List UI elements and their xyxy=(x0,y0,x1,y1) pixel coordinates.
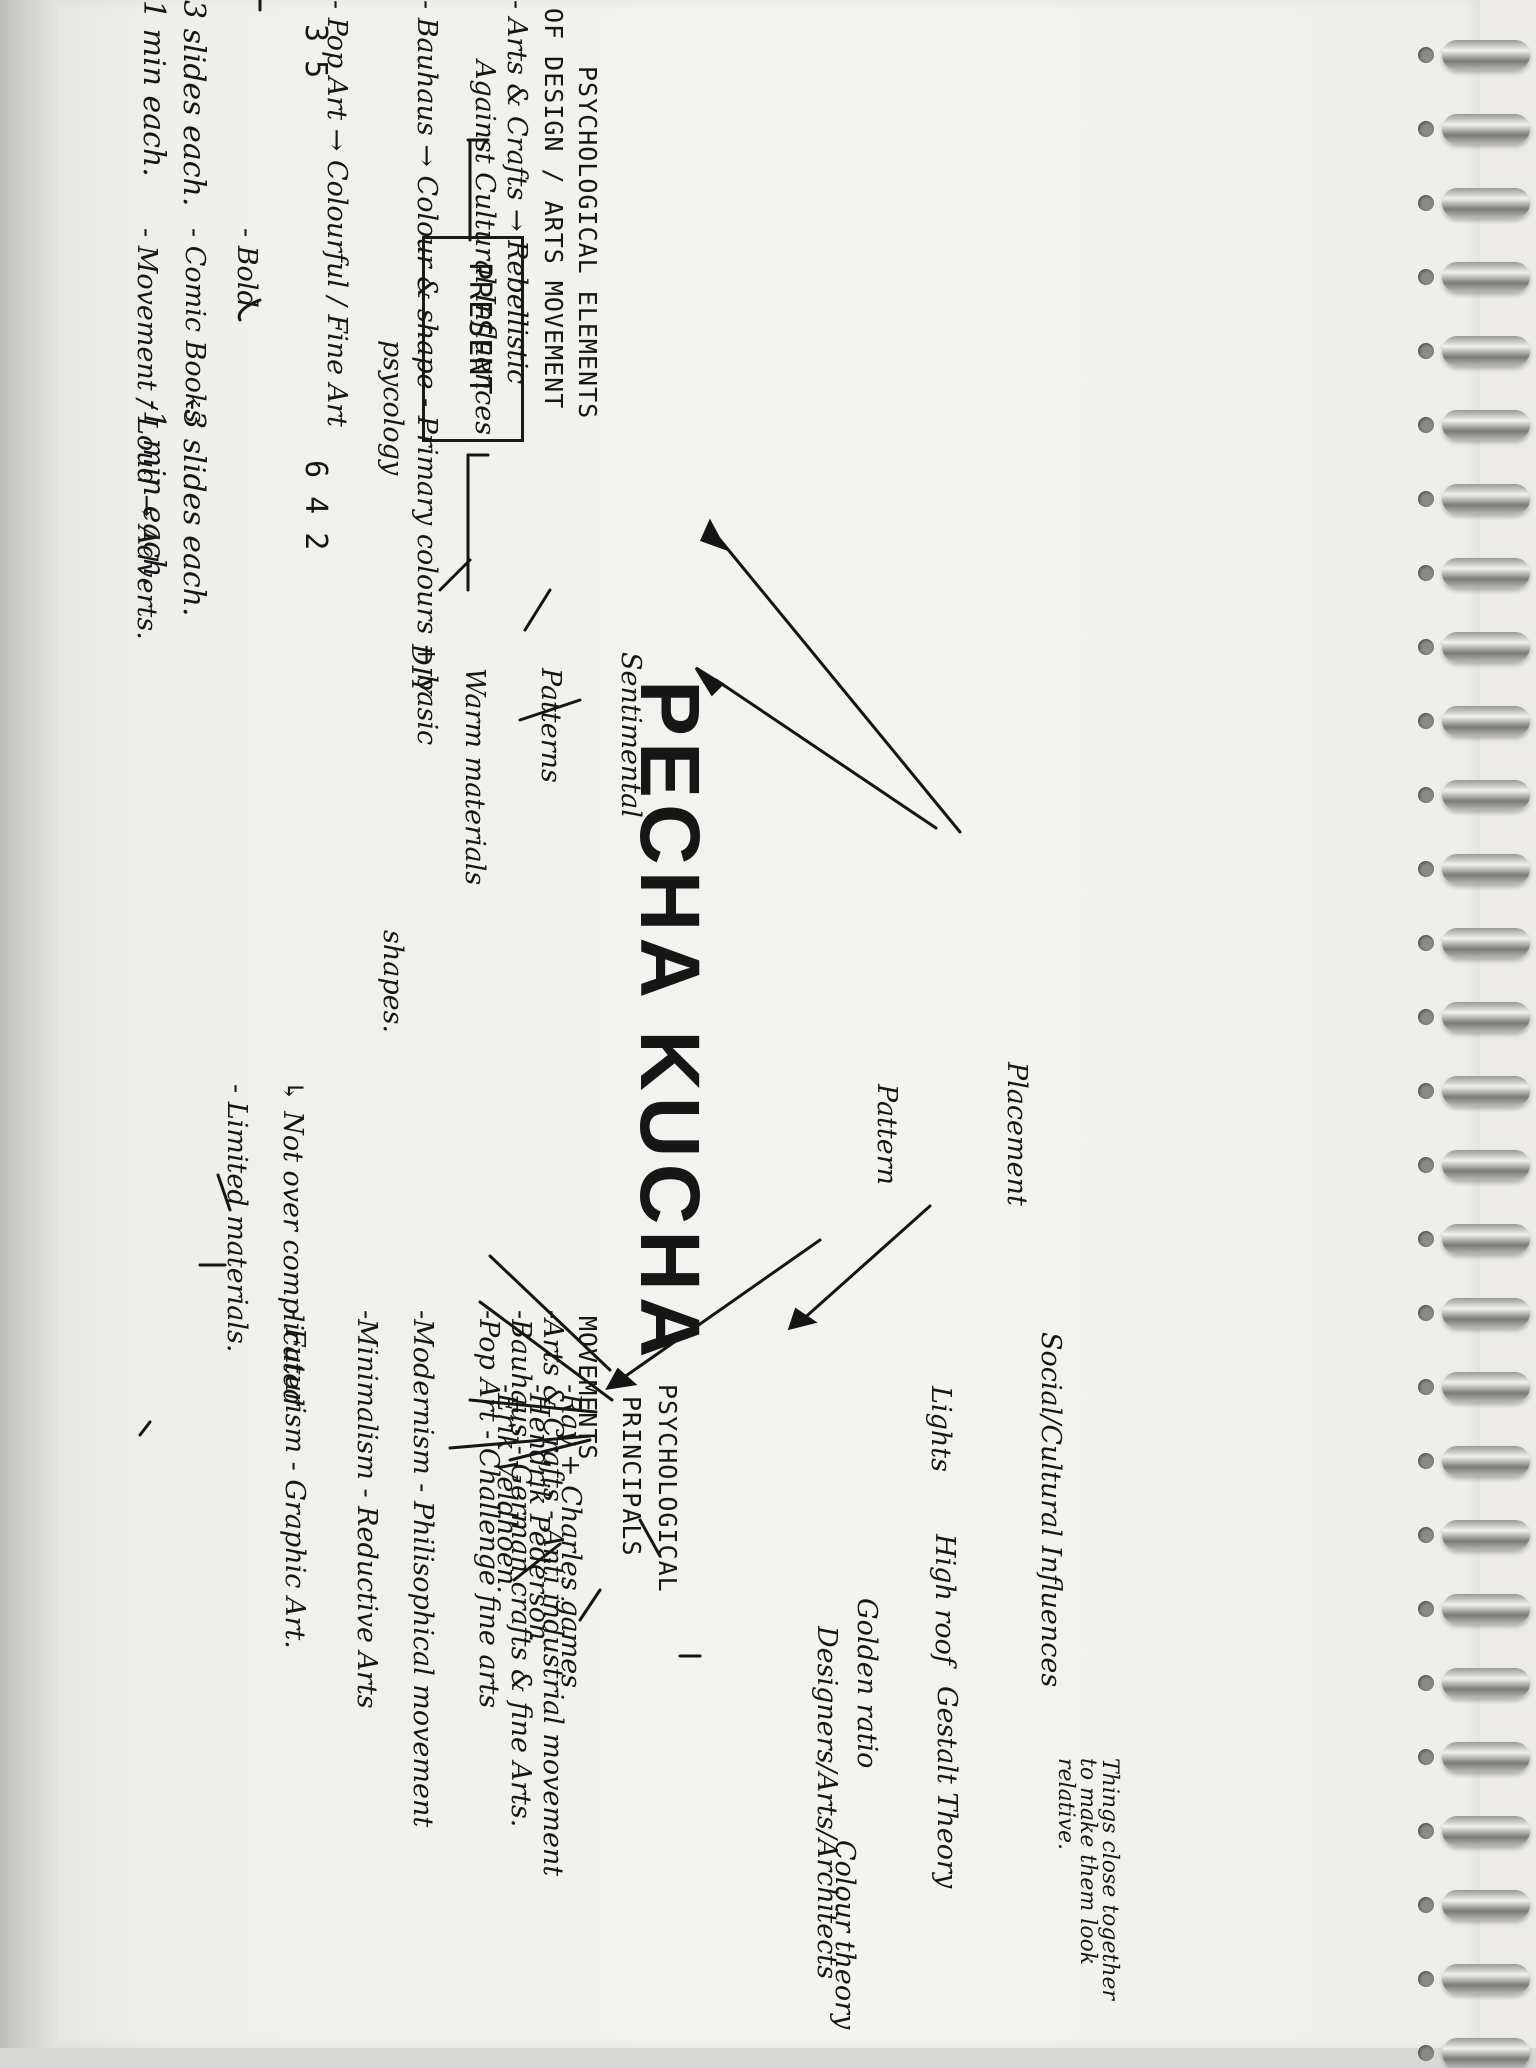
right-line-1: -3 slides each. xyxy=(176,400,211,617)
patterns-item: Patterns xyxy=(535,668,566,783)
high-roof-branch: High roof xyxy=(929,1534,960,1665)
left-line-1: 3 slides each. xyxy=(176,0,211,207)
punch-hole xyxy=(1418,1083,1434,1099)
spiral-coil xyxy=(1442,188,1530,218)
movement-6: - Futurism - Graphic Art. xyxy=(279,1310,310,1649)
spiral-coil xyxy=(1442,1298,1530,1328)
warm-materials-item: Warm materials xyxy=(459,668,490,886)
punch-hole xyxy=(1418,1823,1434,1839)
punch-hole xyxy=(1418,861,1434,877)
punch-hole xyxy=(1418,1379,1434,1395)
punch-hole xyxy=(1418,1601,1434,1617)
cultural-influences-item: Against Cultural Influences xyxy=(469,60,500,436)
spiral-coil xyxy=(1442,1150,1530,1180)
designers-branch: Designers/Arts/Architects xyxy=(811,1626,842,1980)
punch-hole xyxy=(1418,935,1434,951)
punch-hole xyxy=(1418,47,1434,63)
spiral-coil xyxy=(1442,780,1530,810)
punch-hole xyxy=(1418,1897,1434,1913)
spiral-coil xyxy=(1442,1224,1530,1254)
spiral-coil xyxy=(1442,410,1530,440)
spiral-coil xyxy=(1442,1742,1530,1772)
spiral-coil xyxy=(1442,1002,1530,1032)
spiral-coil xyxy=(1442,484,1530,514)
gestalt-theory-branch: Gestalt Theory xyxy=(931,1686,962,1889)
punch-hole xyxy=(1418,565,1434,581)
mind-map: PRESENT 3 5 3 slides each. 1 min each. 6… xyxy=(131,0,1122,2029)
diy-item: DIY xyxy=(405,644,436,695)
movement-loud-note: - Movement / Loud → Adverts. xyxy=(131,228,162,640)
page-stack-edge xyxy=(0,0,58,2048)
right-figures: 6 4 2 xyxy=(298,460,333,551)
movement-1: -Arts & Crafts - Anti industrial movemen… xyxy=(537,1310,568,1877)
psych-principals-heading-1: PSYCHOLOGICAL xyxy=(653,1384,682,1593)
comic-books-note: - Comic Books xyxy=(179,228,210,424)
punch-hole xyxy=(1418,121,1434,137)
connector-lines xyxy=(138,0,962,1658)
punch-hole xyxy=(1418,1157,1434,1173)
notebook-page xyxy=(0,0,1480,2048)
spiral-coil xyxy=(1442,1520,1530,1550)
sentimental-item: Sentimental xyxy=(615,652,646,818)
punch-hole xyxy=(1418,1971,1434,1987)
spiral-coil xyxy=(1442,1372,1530,1402)
bauhaus-item: - Bauhaus → Colour & shape - Primary col… xyxy=(411,0,442,746)
movement-4: -Modernism - Philisophical movement xyxy=(407,1310,438,1828)
psych-elements-heading-1: PSYCHOLOGICAL ELEMENTS xyxy=(573,66,602,420)
psych-principals-heading-2: PRINCIPALS xyxy=(617,1396,646,1557)
movement-5: -Minimalism - Reductive Arts xyxy=(351,1310,382,1709)
limited-materials-note: - Limited materials. xyxy=(221,1084,252,1353)
spiral-coil xyxy=(1442,1964,1530,1994)
movements-heading: MOVEMENTS xyxy=(573,1316,602,1461)
shapes-item: shapes. xyxy=(377,930,408,1034)
left-line-2: 1 min each. xyxy=(136,0,171,177)
punch-hole xyxy=(1418,1009,1434,1025)
spiral-coil xyxy=(1442,1668,1530,1698)
punch-hole xyxy=(1418,1231,1434,1247)
movement-2: -Bauhaus - German crafts & fine Arts. xyxy=(505,1310,536,1828)
punch-hole xyxy=(1418,269,1434,285)
spiral-coil xyxy=(1442,1816,1530,1846)
punch-hole xyxy=(1418,195,1434,211)
spiral-coil xyxy=(1442,1594,1530,1624)
spiral-coil xyxy=(1442,854,1530,884)
pattern-branch: Pattern xyxy=(871,1084,902,1186)
spiral-coil xyxy=(1442,706,1530,736)
spiral-coil xyxy=(1442,632,1530,662)
spiral-coil xyxy=(1442,1890,1530,1920)
spiral-coil xyxy=(1442,1446,1530,1476)
spiral-coil xyxy=(1442,928,1530,958)
golden-ratio-branch: Golden ratio xyxy=(851,1598,882,1769)
things-close-note: Things close together to make them look … xyxy=(1053,1758,1122,2001)
spiral-coil xyxy=(1442,262,1530,292)
punch-hole xyxy=(1418,713,1434,729)
psych-elements-heading-2: OF DESIGN / ARTS MOVEMENT xyxy=(539,8,568,410)
movement-3: -Pop Art - Challenge fine arts xyxy=(473,1310,504,1709)
arts-crafts-item: - Arts & Crafts → Rebellistic xyxy=(501,0,532,385)
spiral-coil xyxy=(1442,40,1530,70)
punch-hole xyxy=(1418,491,1434,507)
psycology-item: psycology xyxy=(377,340,408,476)
bold-note: - Bold xyxy=(231,228,262,308)
placement-branch: Placement xyxy=(1001,1062,1032,1206)
punch-hole xyxy=(1418,787,1434,803)
punch-hole xyxy=(1418,343,1434,359)
social-cultural-branch: Social/Cultural Influences xyxy=(1035,1332,1066,1688)
punch-hole xyxy=(1418,1749,1434,1765)
spiral-coil xyxy=(1442,114,1530,144)
punch-hole xyxy=(1418,417,1434,433)
punch-hole xyxy=(1418,1527,1434,1543)
spiral-coil xyxy=(1442,336,1530,366)
lights-branch: Lights xyxy=(925,1386,956,1472)
punch-hole xyxy=(1418,1675,1434,1691)
punch-hole xyxy=(1418,1453,1434,1469)
punch-hole xyxy=(1418,639,1434,655)
spiral-coil xyxy=(1442,1076,1530,1106)
punch-hole xyxy=(1418,1305,1434,1321)
spiral-coil xyxy=(1442,558,1530,588)
pop-art-item: - Pop Art → Colourful / Fine Art xyxy=(321,0,352,427)
